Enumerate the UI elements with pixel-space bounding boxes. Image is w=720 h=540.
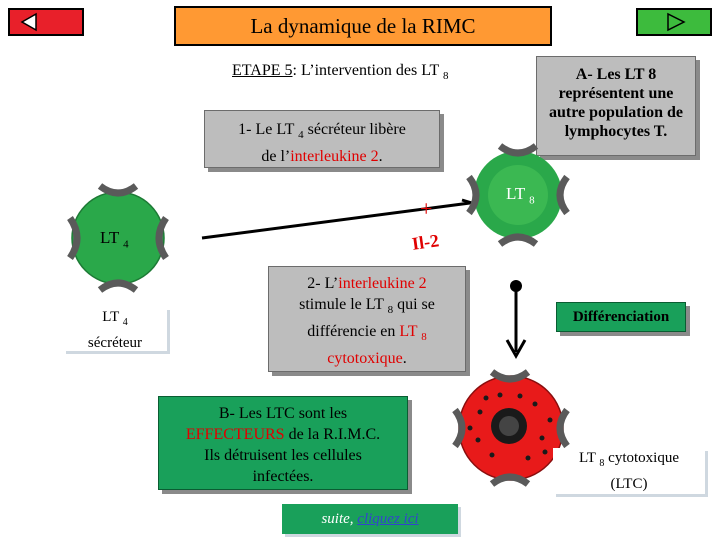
- box-2-text: 2- L’: [307, 275, 339, 292]
- box-2-sub-2: 8: [421, 331, 427, 344]
- box-1-text-3: de l’: [261, 148, 291, 166]
- plus-sign: +: [420, 196, 433, 221]
- box-2-red-text-3: cytotoxique: [327, 350, 403, 368]
- lt8-label-sub: 8: [529, 194, 535, 207]
- step-heading: ETAPE 5: L’intervention des LT 8: [232, 62, 512, 82]
- box-2-sub: 8: [387, 304, 394, 317]
- il2-arrow: [201, 198, 473, 240]
- box-2-red-text: interleukine 2: [338, 275, 427, 292]
- box-a-note: A- Les LT 8 représentent une autre popul…: [536, 56, 696, 156]
- ltc-label-sub: 8: [599, 458, 605, 469]
- step-sub: 8: [443, 70, 449, 83]
- box-b-text-4: infectées.: [252, 468, 314, 485]
- back-button[interactable]: [8, 8, 84, 36]
- lt4-secreteur-text-2: sécréteur: [87, 335, 143, 351]
- lt4-cell: [67, 183, 169, 293]
- forward-button[interactable]: [636, 8, 712, 36]
- page-title: La dynamique de la RIMC: [174, 6, 552, 46]
- box-2-red-text-2: LT: [399, 323, 418, 341]
- box-2-note: 2- L’interleukine 2 stimule le LT 8 qui …: [268, 266, 466, 372]
- box-b-text-2: de la R.I.M.C.: [284, 426, 381, 443]
- box-2-text-4: différencie en: [307, 323, 400, 341]
- box-1-text-2: sécréteur libère: [303, 121, 406, 138]
- ltc-label: LT 8 cytotoxique (LTC): [553, 448, 705, 494]
- lt4-secreteur-label: LT 4 sécréteur: [63, 307, 167, 351]
- lt4-label-sub: 4: [123, 238, 129, 251]
- box-2-text-2: stimule le LT: [299, 296, 384, 313]
- box-b-note: B- Les LTC sont les EFFECTEURS de la R.I…: [158, 396, 408, 490]
- lt4-cell-label: LT 4: [100, 228, 129, 250]
- il2-label: Il-2: [410, 230, 441, 254]
- box-1-text: 1- Le LT: [238, 121, 295, 138]
- ltc-label-text-3: (LTC): [610, 476, 648, 492]
- suite-button[interactable]: suite, cliquez ici: [282, 504, 458, 534]
- lt8-label-text: LT: [506, 184, 525, 203]
- differentiation-arrow: [505, 280, 527, 360]
- suite-link[interactable]: cliquez ici: [357, 511, 419, 527]
- step-text: : L’intervention des LT: [292, 62, 440, 79]
- box-b-text: B- Les LTC sont les: [218, 405, 348, 422]
- suite-text: suite,: [321, 511, 358, 527]
- box-1-sub: 4: [298, 129, 304, 142]
- box-b-text-3: Ils détruisent les cellules: [204, 447, 362, 464]
- box-2-text-3: qui se: [393, 296, 435, 313]
- lt8-cell-label: LT 8: [506, 184, 535, 206]
- box-2-text-5: .: [402, 350, 407, 368]
- ltc-label-text: LT: [578, 450, 596, 466]
- box-1-text-4: .: [378, 148, 383, 166]
- triangle-right-icon: [667, 12, 686, 32]
- box-1-note: 1- Le LT 4 sécréteur libère de l’interle…: [204, 110, 440, 168]
- ltc-cell: [452, 369, 570, 487]
- lt4-label-text: LT: [100, 228, 119, 247]
- box-b-red-text: EFFECTEURS: [185, 426, 285, 443]
- lt4-secreteur-text: LT: [102, 309, 119, 325]
- lt8-cell: [466, 143, 570, 247]
- box-1-red-text: interleukine 2: [290, 148, 379, 166]
- differenciation-label: Différenciation: [556, 302, 686, 332]
- triangle-left-icon: [20, 12, 37, 32]
- lt4-secreteur-sub: 4: [122, 317, 128, 328]
- step-number: ETAPE 5: [232, 62, 293, 79]
- ltc-label-text-2: cytotoxique: [604, 450, 679, 466]
